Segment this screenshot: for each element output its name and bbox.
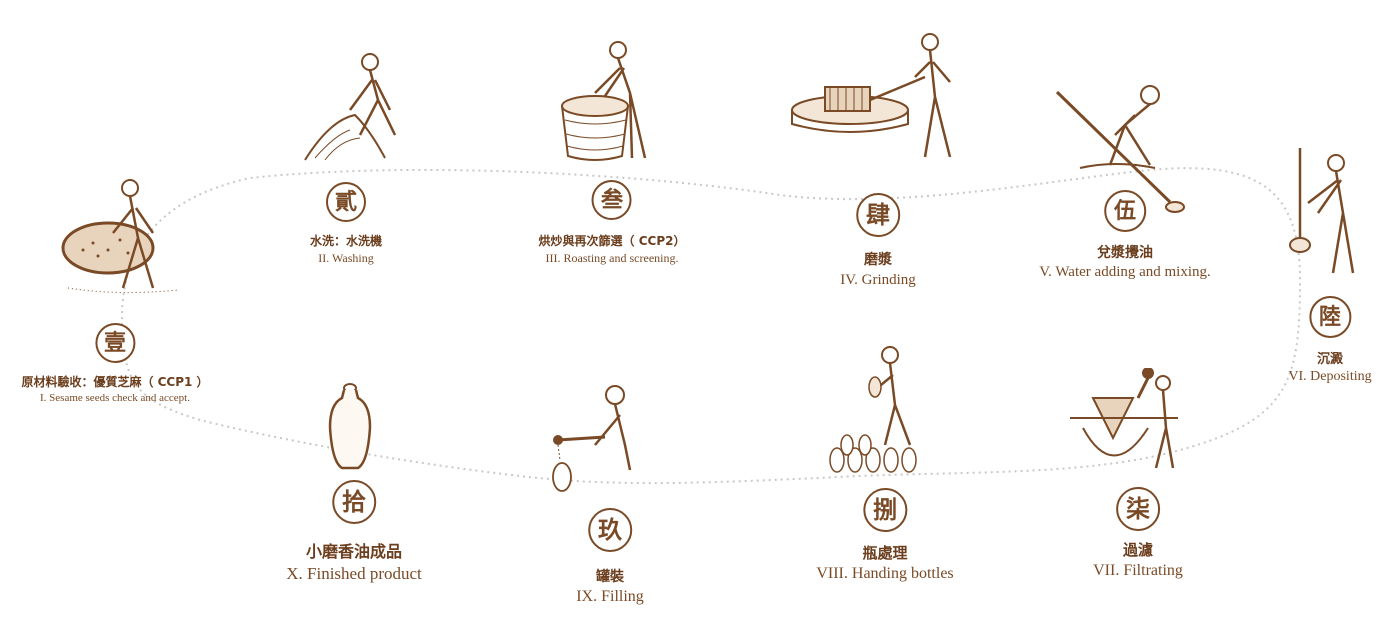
step-title-zh-3: 烘炒與再次篩選（ CCP2）	[538, 234, 686, 248]
step-8: 捌 瓶處理 VIII. Handing bottles	[816, 488, 954, 583]
step-title-zh-10: 小磨香油成品	[305, 542, 402, 561]
step-number-4: 肆	[856, 193, 900, 237]
step-title-zh-5: 兌漿攪油	[1097, 245, 1153, 261]
step-number-1: 壹	[95, 323, 135, 363]
filter-worker-icon	[1068, 368, 1188, 483]
step-title-en-10: X. Finished product	[286, 564, 422, 583]
step-title-zh-8: 瓶處理	[862, 544, 908, 562]
settling-worker-icon	[1288, 148, 1378, 278]
step-6: 陸 沉澱 VI. Depositing	[1288, 296, 1372, 385]
step-2: 貳 水洗：水洗機 II. Washing	[310, 182, 382, 266]
washing-worker-icon	[300, 50, 410, 165]
step-title-en-5: V. Water adding and mixing.	[1039, 264, 1211, 280]
step-title-en-8: VIII. Handing bottles	[816, 565, 954, 582]
step-title-zh-2: 水洗：水洗機	[309, 234, 383, 248]
sieve-worker-icon	[58, 178, 188, 298]
step-1: 壹 原材料驗收：優質芝麻（ CCP1 ） I. Sesame seeds che…	[21, 323, 209, 404]
step-title-zh-4: 磨漿	[864, 252, 892, 268]
step-number-9: 玖	[588, 508, 632, 552]
step-title-en-6: VI. Depositing	[1288, 369, 1372, 384]
step-number-8: 捌	[863, 488, 907, 532]
step-title-zh-6: 沉澱	[1316, 352, 1343, 367]
pouring-worker-icon	[550, 385, 660, 495]
step-10: 拾 小磨香油成品 X. Finished product	[286, 480, 422, 584]
step-3: 叁 烘炒與再次篩選（ CCP2） III. Roasting and scree…	[538, 180, 686, 266]
step-title-zh-9: 罐裝	[596, 569, 624, 585]
oil-jar-icon	[326, 382, 374, 472]
step-5: 伍 兌漿攪油 V. Water adding and mixing.	[1039, 190, 1211, 281]
step-number-3: 叁	[592, 180, 632, 220]
roasting-worker-icon	[560, 38, 670, 163]
step-7: 柒 過濾 VII. Filtrating	[1093, 487, 1183, 580]
step-title-en-9: IX. Filling	[576, 588, 644, 605]
step-number-5: 伍	[1104, 190, 1146, 232]
step-4: 肆 磨漿 IV. Grinding	[840, 193, 916, 289]
step-number-7: 柒	[1115, 487, 1160, 531]
step-title-zh-1: 原材料驗收：優質芝麻（ CCP1 ）	[21, 375, 209, 389]
step-number-2: 貳	[325, 182, 366, 222]
step-title-en-1: I. Sesame seeds check and accept.	[40, 392, 190, 404]
step-9: 玖 罐裝 IX. Filling	[576, 508, 644, 606]
bottle-worker-icon	[825, 345, 925, 475]
step-title-en-4: IV. Grinding	[840, 272, 916, 288]
step-title-en-3: III. Roasting and screening.	[545, 251, 679, 265]
step-title-en-2: II. Washing	[318, 251, 374, 265]
step-number-10: 拾	[332, 480, 376, 524]
dotted-flow-line	[120, 167, 1302, 485]
step-title-en-7: VII. Filtrating	[1093, 562, 1183, 579]
stirring-worker-icon	[1055, 80, 1205, 220]
step-title-zh-7: 過濾	[1122, 541, 1154, 559]
millstone-worker-icon	[790, 32, 970, 162]
step-number-6: 陸	[1309, 296, 1351, 338]
